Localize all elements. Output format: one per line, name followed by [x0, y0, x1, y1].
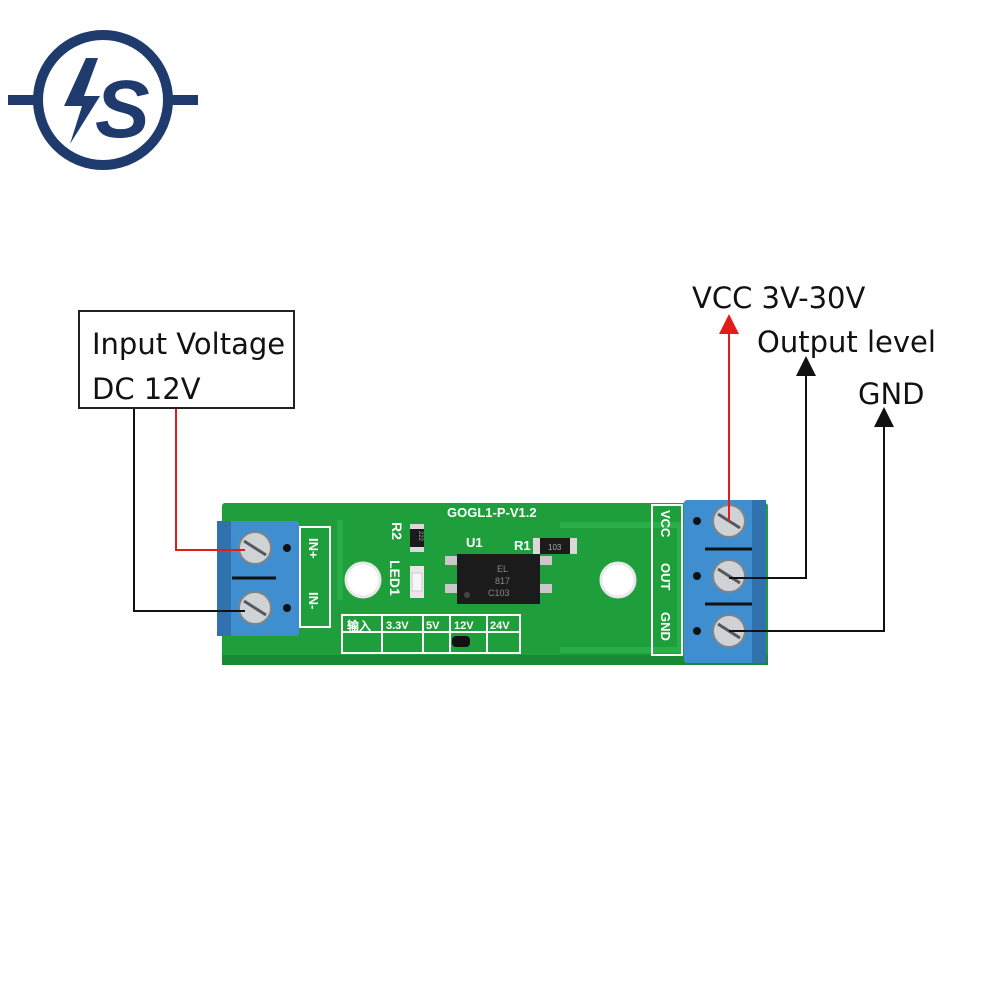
- pin-dot: [693, 572, 701, 580]
- chip-line-1: EL: [497, 564, 508, 574]
- chip-line-3: C103: [488, 588, 510, 598]
- voltage-option-12v: 12V: [454, 620, 474, 632]
- voltage-option-5v: 5V: [426, 620, 440, 632]
- led1-label: LED1: [387, 560, 403, 596]
- in-plus-label: IN+: [306, 538, 321, 559]
- vcc-label: VCC 3V-30V: [692, 281, 866, 315]
- chip-line-2: 817: [495, 576, 510, 586]
- chip-pin: [445, 584, 459, 593]
- output-level-wire: [729, 356, 816, 579]
- chip-pin1-dot: [464, 592, 470, 598]
- pcb-trace: [560, 522, 683, 653]
- input-terminal-shade: [217, 521, 231, 636]
- u1-label: U1: [466, 535, 483, 550]
- optocoupler-chip: [457, 554, 540, 604]
- voltage-input-label: 输入: [347, 618, 371, 633]
- r1-label: R1: [514, 538, 531, 553]
- r1-code: 103: [548, 543, 562, 552]
- silk-voltage-table: [341, 614, 521, 654]
- logo-ring: [33, 30, 173, 170]
- pin-gnd-label: GND: [658, 612, 673, 641]
- input-screw-minus-slot: [243, 599, 267, 617]
- r2-code: 222: [417, 531, 423, 542]
- pin-dot: [693, 517, 701, 525]
- in-minus-label: IN-: [306, 592, 321, 609]
- pin-dot: [283, 544, 291, 552]
- pin-dot: [693, 627, 701, 635]
- gnd-wire: [729, 407, 894, 632]
- gnd-label: GND: [858, 377, 925, 411]
- input-wire-negative: [133, 409, 245, 612]
- input-screw-plus-slot: [243, 539, 267, 557]
- mount-hole-left: [344, 561, 382, 599]
- solder-jumper: [452, 636, 470, 647]
- output-terminal-shade: [752, 500, 766, 663]
- silk-pin-box-out: [651, 504, 683, 656]
- led1-lens: [411, 572, 423, 592]
- pin-dot: [283, 604, 291, 612]
- output-level-label: Output level: [757, 325, 936, 359]
- chip-pin: [538, 556, 552, 565]
- voltage-option-3v3: 3.3V: [386, 620, 409, 632]
- input-voltage-value: DC 12V: [92, 372, 201, 406]
- logo-s: S: [95, 64, 150, 155]
- chip-pin: [538, 584, 552, 593]
- input-voltage-label: Input Voltage: [92, 327, 286, 361]
- brand-logo: S: [8, 30, 198, 170]
- mount-hole-right: [599, 561, 637, 599]
- output-screw-out-slot: [717, 567, 741, 585]
- pcb-edge-shade: [222, 655, 768, 665]
- pin-out-label: OUT: [658, 563, 673, 591]
- silk-pin-box-in: [299, 526, 331, 628]
- pin-vcc-label: VCC: [658, 510, 673, 538]
- r2-resistor-body: [410, 529, 424, 547]
- lightning-icon: [64, 58, 100, 144]
- input-voltage-box: Input Voltage DC 12V: [78, 310, 295, 409]
- input-wire-positive: [175, 409, 245, 551]
- r1-resistor-body: [540, 538, 570, 554]
- voltage-option-24v: 24V: [490, 620, 510, 632]
- chip-pin: [445, 556, 459, 565]
- r2-label: R2: [389, 522, 405, 540]
- board-title: GOGL1-P-V1.2: [447, 505, 537, 520]
